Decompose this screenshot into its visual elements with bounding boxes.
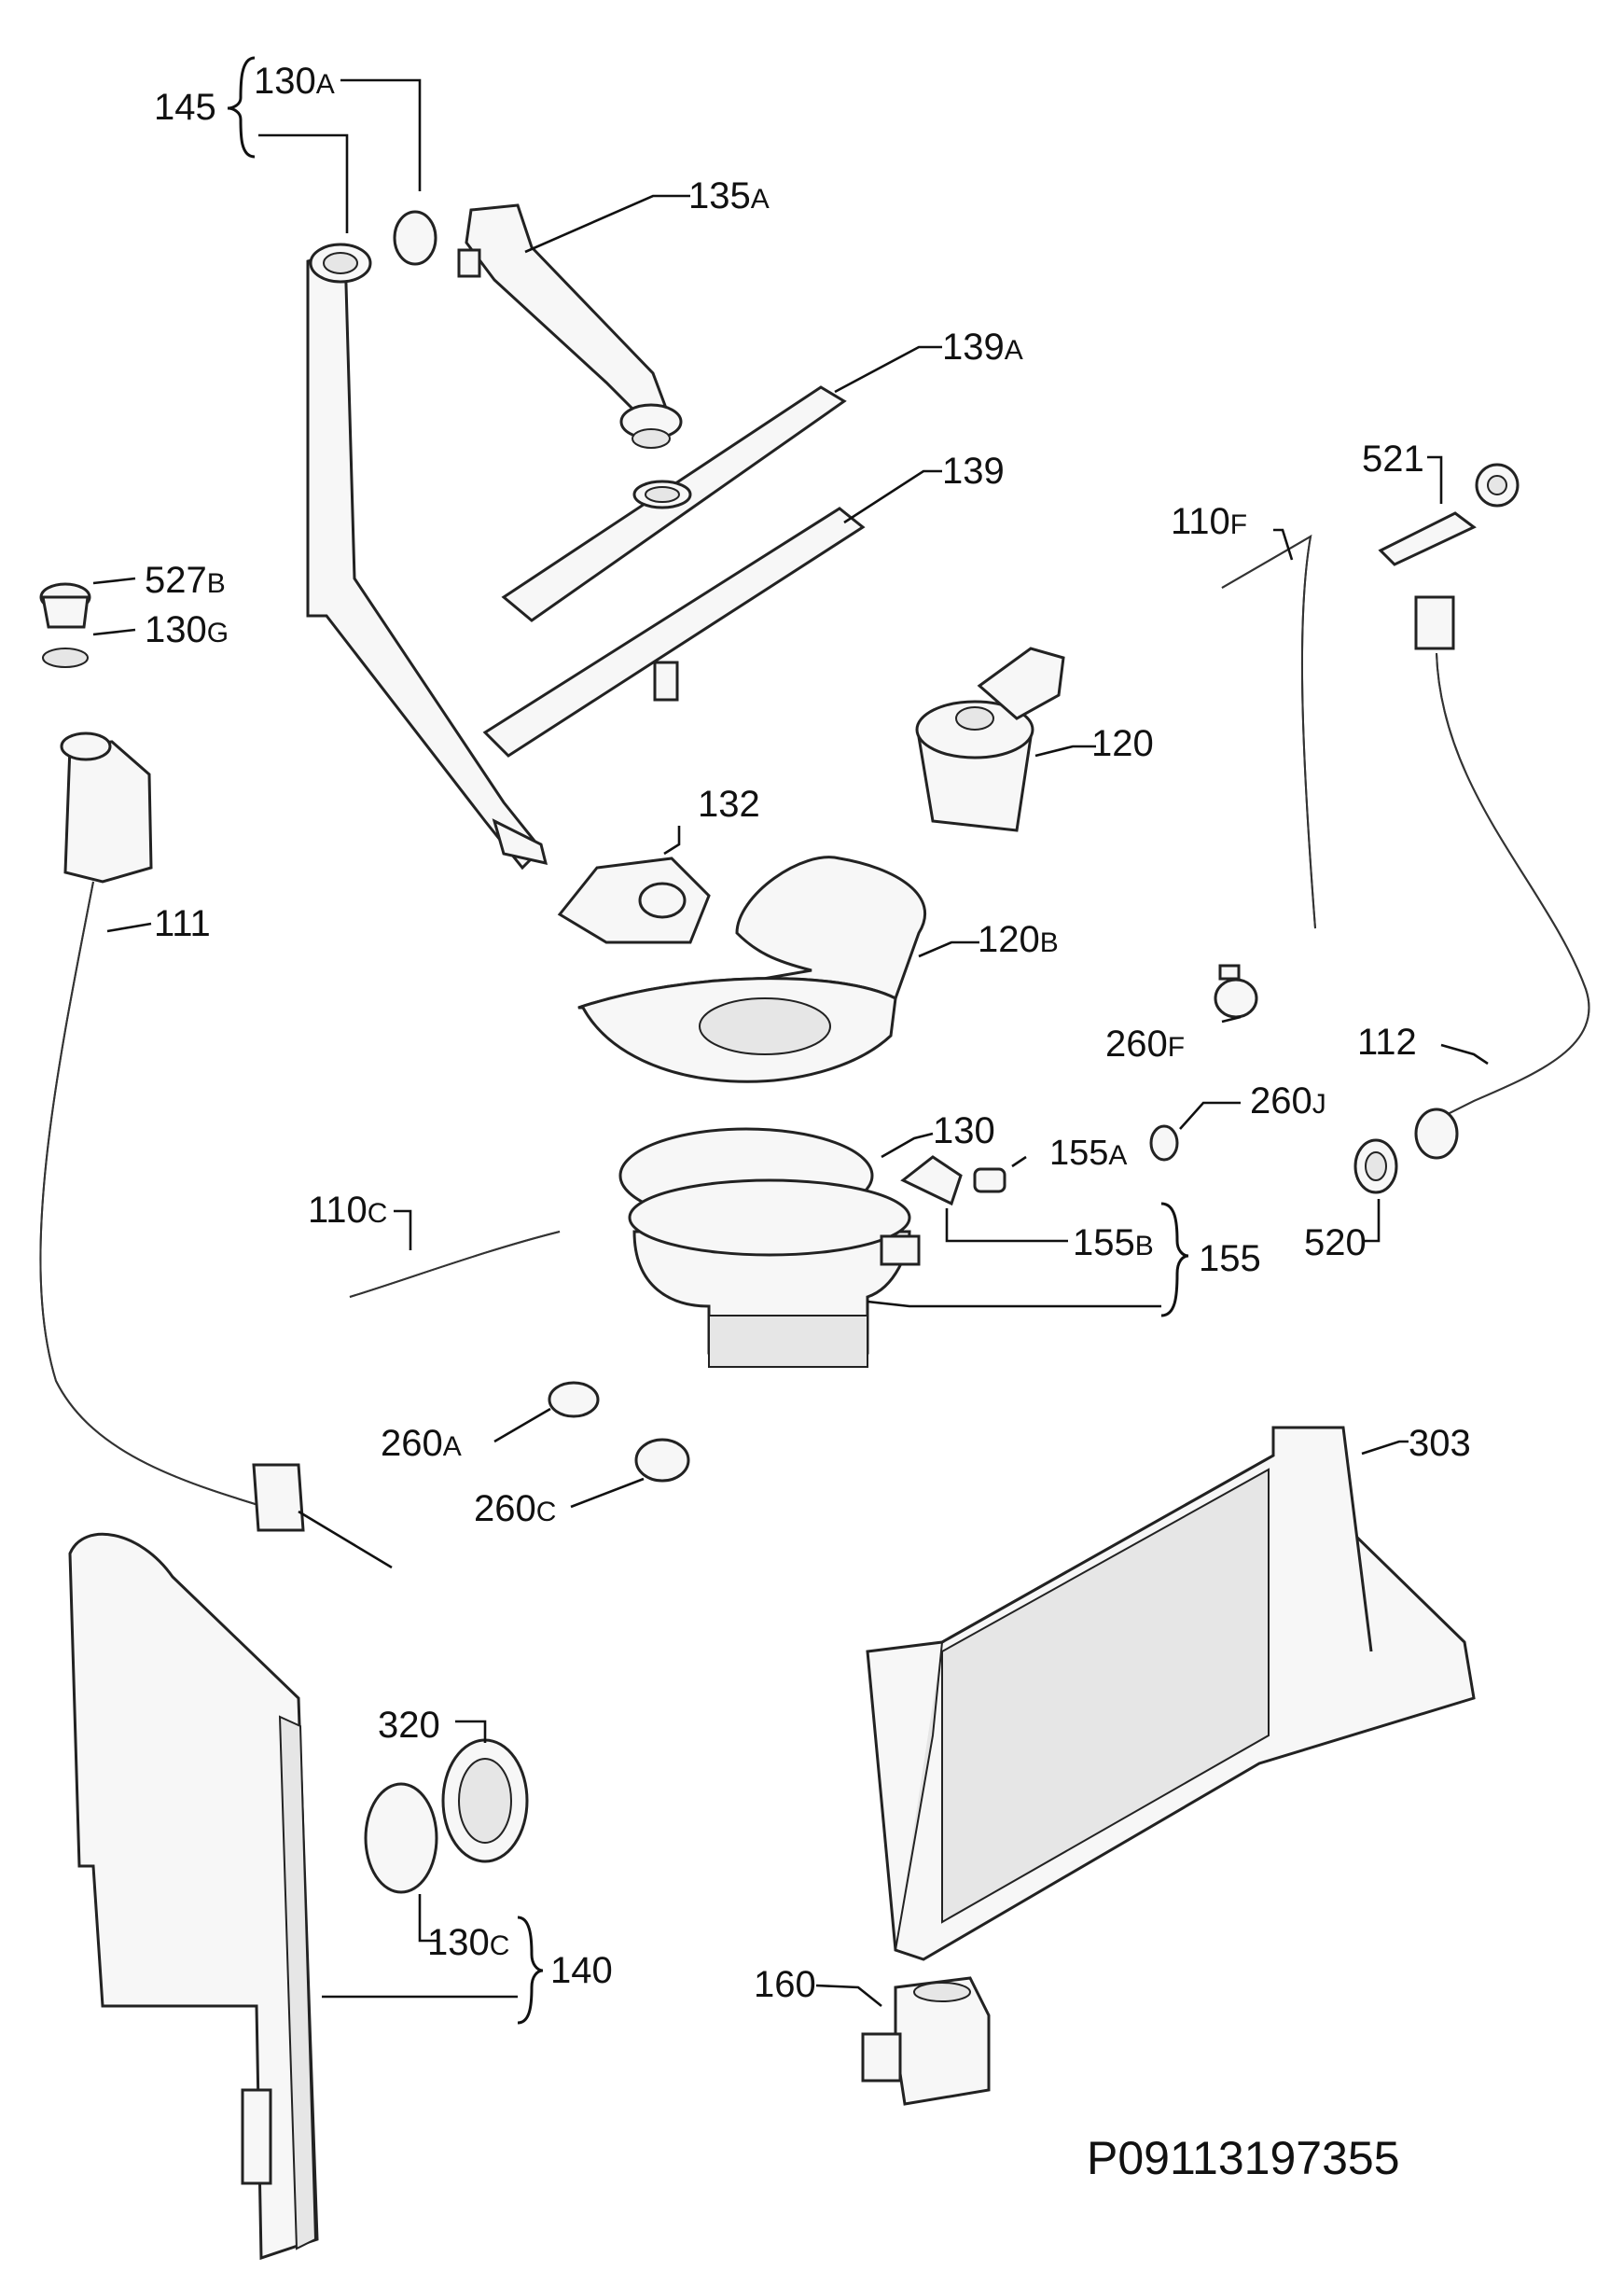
part-155-sump-assembly	[628, 1178, 921, 1368]
callout-120b: 120B	[978, 919, 1059, 960]
part-111-inlet-hose	[39, 731, 393, 1569]
part-140-side-panel	[68, 1532, 319, 2261]
callout-303: 303	[1409, 1423, 1471, 1464]
callout-260f: 260F	[1105, 1024, 1185, 1065]
callout-260j: 260J	[1250, 1080, 1326, 1122]
callout-527b: 527B	[145, 560, 226, 601]
part-120b-filter-plate	[577, 856, 926, 1083]
part-130c-oring	[364, 1782, 438, 1894]
callout-130: 130	[933, 1110, 995, 1151]
part-132-bracket	[557, 857, 711, 944]
callout-520: 520	[1304, 1222, 1367, 1263]
part-139-lower-spray-arm	[482, 507, 866, 758]
brace-145	[227, 56, 256, 159]
part-145-feed-pipe	[306, 243, 548, 871]
part-130g-washer	[42, 648, 89, 668]
callout-140: 140	[550, 1950, 613, 1991]
callout-112: 112	[1357, 1022, 1417, 1063]
part-112-drain-hose	[1414, 595, 1590, 1160]
callout-320: 320	[378, 1705, 440, 1746]
callout-130a: 130A	[254, 61, 335, 102]
brace-155	[1160, 1202, 1189, 1317]
part-160-pump	[861, 1976, 991, 2106]
callout-260a: 260A	[381, 1423, 462, 1464]
part-260j-clamp	[1149, 1124, 1179, 1162]
callout-155: 155	[1199, 1238, 1261, 1279]
part-320-seal	[441, 1738, 529, 1863]
callout-521: 521	[1362, 439, 1424, 480]
callout-110c: 110C	[308, 1190, 387, 1231]
callout-111: 111	[154, 903, 211, 944]
callout-155b: 155B	[1073, 1222, 1154, 1263]
callout-130c: 130C	[427, 1922, 509, 1963]
part-155b-valve-cover	[900, 1155, 963, 1206]
part-110c-corrugated-hose	[349, 1231, 561, 1298]
part-260c-clamp	[634, 1438, 690, 1483]
callout-139: 139	[942, 451, 1005, 492]
part-260a-clamp	[548, 1381, 600, 1418]
callout-160: 160	[754, 1964, 816, 2005]
part-139a-upper-spray-arm	[501, 385, 847, 622]
part-135a-connector	[457, 203, 683, 449]
diagram-code: P09113197355	[1087, 2132, 1400, 2184]
callout-260c: 260C	[474, 1488, 556, 1529]
part-120-filter	[915, 647, 1065, 832]
callout-135a: 135A	[688, 175, 770, 216]
part-110f-hose	[1221, 535, 1316, 929]
callout-132: 132	[698, 784, 760, 825]
callout-120: 120	[1091, 723, 1154, 764]
brace-140	[517, 1916, 544, 2025]
callout-130g: 130G	[145, 609, 229, 650]
part-260f-clamp	[1214, 964, 1258, 1019]
leader-lines	[92, 78, 1489, 2008]
callout-110f: 110F	[1171, 501, 1247, 542]
callout-139a: 139A	[942, 327, 1023, 368]
part-155a-valve	[973, 1167, 1006, 1193]
part-527b-nut	[39, 582, 91, 629]
part-303-base	[866, 1426, 1476, 1961]
part-130a-oring	[393, 210, 437, 266]
callout-145: 145	[154, 87, 216, 128]
part-520-connector	[1353, 1138, 1398, 1194]
part-521-tag	[1378, 463, 1520, 566]
callout-155a: 155A	[1049, 1134, 1127, 1173]
